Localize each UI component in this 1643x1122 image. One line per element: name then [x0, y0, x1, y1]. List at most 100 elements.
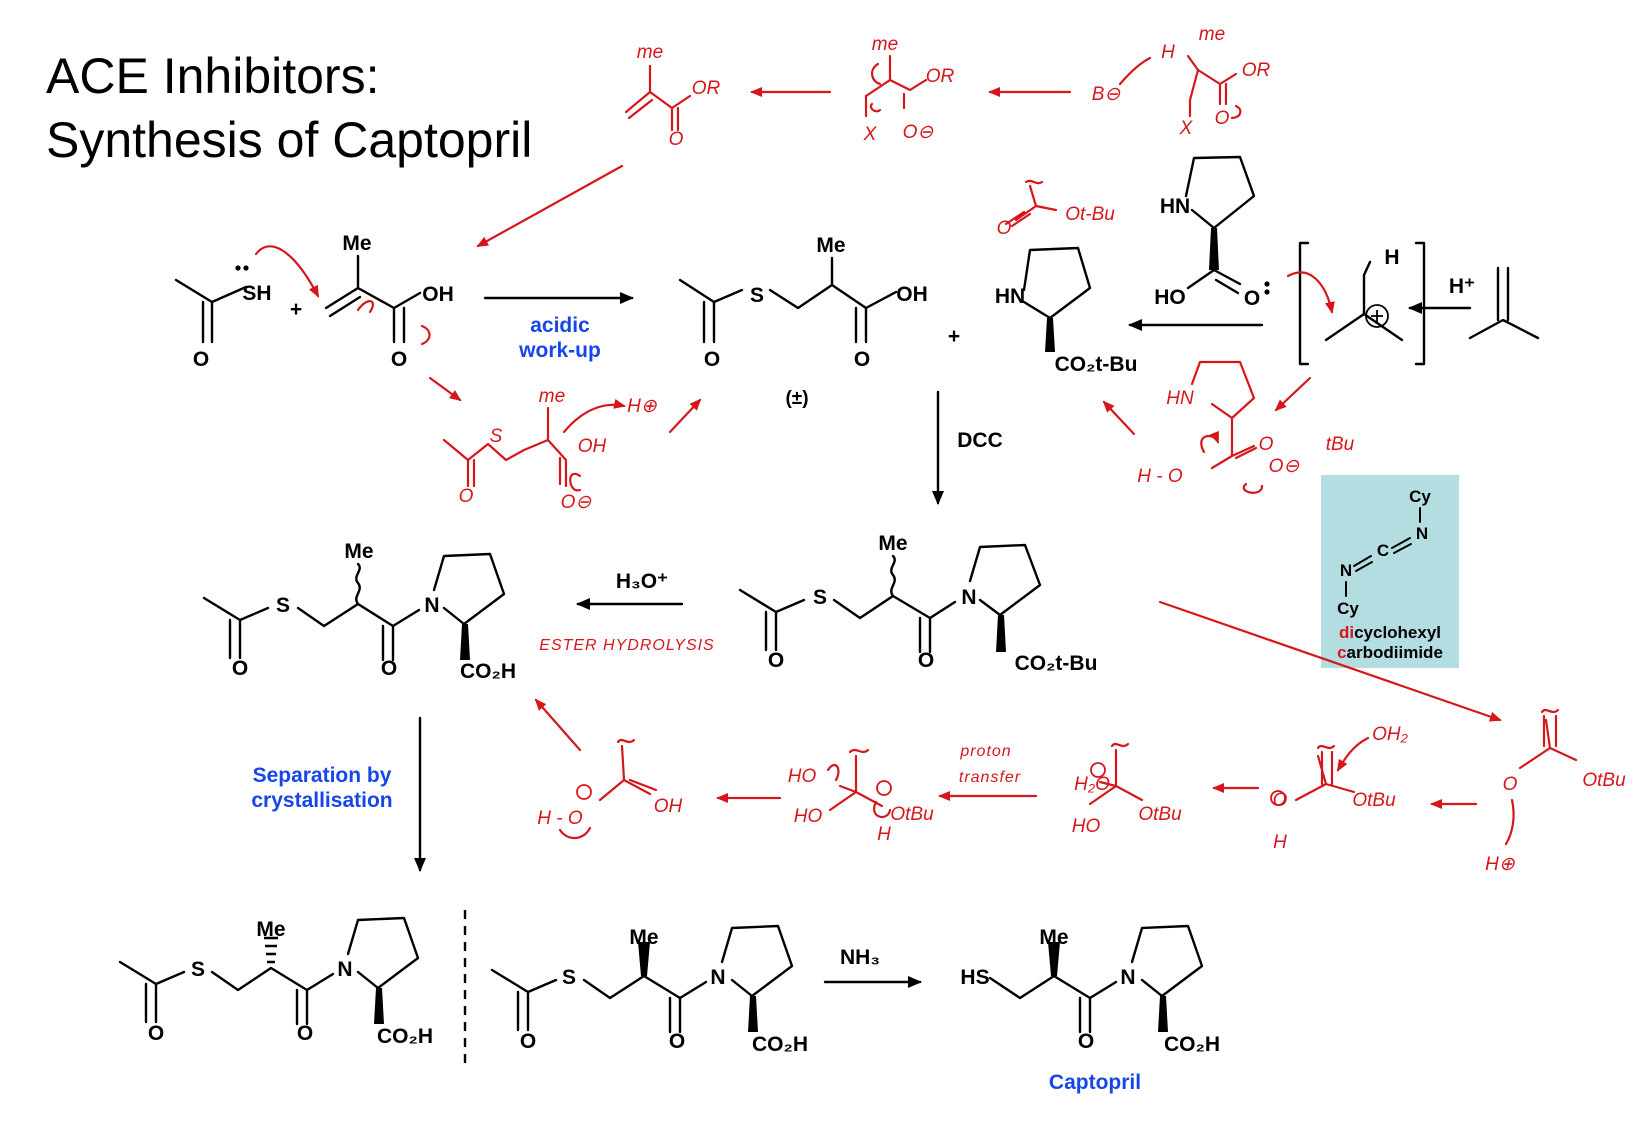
svg-text:OH: OH	[578, 436, 607, 457]
atom-oh: OH	[422, 283, 454, 306]
group-co2tbu: CO₂t-Bu	[1015, 652, 1098, 675]
annotation-tbu-ester: O Ot-Bu	[997, 179, 1115, 239]
atom-h: H	[1384, 246, 1399, 269]
group-hs: HS	[960, 966, 989, 989]
atom-hn: HN	[1160, 195, 1190, 218]
annotation-esterification: HN H - O O O⊖ tBu	[1102, 271, 1355, 494]
svg-text:H⊕: H⊕	[627, 396, 657, 417]
dcc-name-line-1: dicyclohexyl	[1339, 623, 1441, 642]
svg-text:O: O	[459, 486, 474, 507]
svg-text:HO: HO	[788, 766, 817, 787]
reagent-h3o-plus: H₃O⁺	[616, 570, 668, 593]
racemic-label: (±)	[785, 388, 808, 409]
diastereomer-wedged: S Me N O O CO₂H	[490, 924, 808, 1056]
svg-text:me: me	[872, 34, 898, 55]
svg-text:H - O: H - O	[1137, 466, 1183, 487]
atom-oh: OH	[896, 283, 928, 306]
atom-o: O	[768, 649, 784, 672]
atom-cy: Cy	[1409, 487, 1431, 506]
svg-text:OR: OR	[692, 78, 721, 99]
svg-text:OtBu: OtBu	[1352, 790, 1396, 811]
atom-me: Me	[256, 918, 285, 941]
atom-s: S	[191, 958, 205, 981]
atom-n: N	[1120, 966, 1135, 989]
atom-o: O	[704, 348, 720, 371]
atom-n: N	[1340, 561, 1352, 580]
svg-text:X: X	[863, 124, 878, 145]
atom-o: O	[520, 1030, 536, 1053]
atom-ho: HO	[1154, 286, 1186, 309]
page-title: ACE Inhibitors: Synthesis of Captopril	[46, 44, 532, 172]
atom-o: O	[669, 1030, 685, 1053]
atom-me: Me	[816, 234, 845, 257]
atom-s: S	[276, 594, 290, 617]
captopril-label: Captopril	[1049, 1071, 1141, 1094]
atom-n: N	[337, 958, 352, 981]
group-co2h: CO₂H	[1164, 1033, 1220, 1056]
svg-text:H₂O: H₂O	[1074, 774, 1110, 795]
svg-text:OtBu: OtBu	[890, 804, 934, 825]
plus-sign: +	[290, 298, 302, 321]
svg-text:OH: OH	[654, 796, 683, 817]
captopril: HS Me N O CO₂H Captopril	[960, 924, 1220, 1094]
coupled-acid-mixture: S Me N O O CO₂H	[202, 540, 516, 683]
svg-text:OR: OR	[926, 66, 955, 87]
reagent-workup: work-up	[518, 339, 601, 362]
separation-line-1: Separation by	[253, 764, 392, 787]
plus-sign: +	[948, 325, 960, 348]
svg-text:me: me	[539, 386, 565, 407]
svg-text:OR: OR	[1242, 60, 1271, 81]
atom-hn: HN	[995, 285, 1025, 308]
atom-o: O	[1078, 1030, 1094, 1053]
annotation-methacrylate: me OR O me OR X O⊖ B⊖ H me OR X O	[476, 24, 1271, 248]
svg-text:HO: HO	[1072, 816, 1101, 837]
svg-text:O: O	[669, 129, 684, 150]
annotation-hydrolysis-mechanism: O OtBu H⊕ O H OtBu OH₂ H₂O HO OtBu proto…	[534, 698, 1626, 875]
atom-o: O	[854, 348, 870, 371]
svg-text:HO: HO	[794, 806, 823, 827]
svg-text:X: X	[1179, 118, 1194, 139]
atom-me: Me	[629, 926, 658, 949]
reagent-nh3: NH₃	[840, 946, 880, 969]
dcc-name-line-2: carbodiimide	[1337, 643, 1443, 662]
svg-text:O: O	[997, 218, 1012, 239]
svg-text:O: O	[1259, 434, 1274, 455]
svg-text:O: O	[1503, 774, 1518, 795]
atom-o: O	[232, 657, 248, 680]
atom-n: N	[961, 586, 976, 609]
svg-text:H - O: H - O	[537, 808, 583, 829]
svg-text:H: H	[877, 824, 891, 845]
atom-o: O	[391, 348, 407, 371]
svg-text:OtBu: OtBu	[1582, 770, 1626, 791]
atom-o: O	[918, 649, 934, 672]
title-line-1: ACE Inhibitors:	[46, 48, 380, 104]
atom-s: S	[750, 284, 764, 307]
atom-n: N	[1416, 524, 1428, 543]
atom-o: O	[193, 348, 209, 371]
reagent-dcc: DCC	[957, 429, 1003, 452]
thioacetic-acid: O SH	[174, 265, 272, 371]
isobutylene	[1468, 266, 1540, 340]
atom-me: Me	[342, 232, 371, 255]
svg-text:O⊖: O⊖	[903, 122, 934, 143]
atom-s: S	[813, 586, 827, 609]
svg-text:OtBu: OtBu	[1138, 804, 1182, 825]
svg-text:proton: proton	[959, 743, 1011, 760]
atom-o: O	[381, 657, 397, 680]
svg-text:H: H	[1273, 832, 1287, 853]
svg-text:Ot-Bu: Ot-Bu	[1065, 204, 1115, 225]
annotation-arrow-dcc-to-ester	[1158, 600, 1502, 722]
atom-o: O	[148, 1022, 164, 1045]
group-co2h: CO₂H	[377, 1025, 433, 1048]
proline: HN HO O	[1154, 155, 1270, 310]
svg-text:O⊖: O⊖	[561, 492, 592, 513]
svg-text:O: O	[1215, 108, 1230, 129]
atom-n: N	[424, 594, 439, 617]
svg-text:transfer: transfer	[959, 769, 1021, 786]
atom-s: S	[562, 966, 576, 989]
coupled-tbutyl-ester: S Me N O O CO₂t-Bu	[738, 532, 1098, 675]
svg-text:HN: HN	[1166, 388, 1194, 409]
atom-me: Me	[878, 532, 907, 555]
atom-c: C	[1377, 541, 1389, 560]
